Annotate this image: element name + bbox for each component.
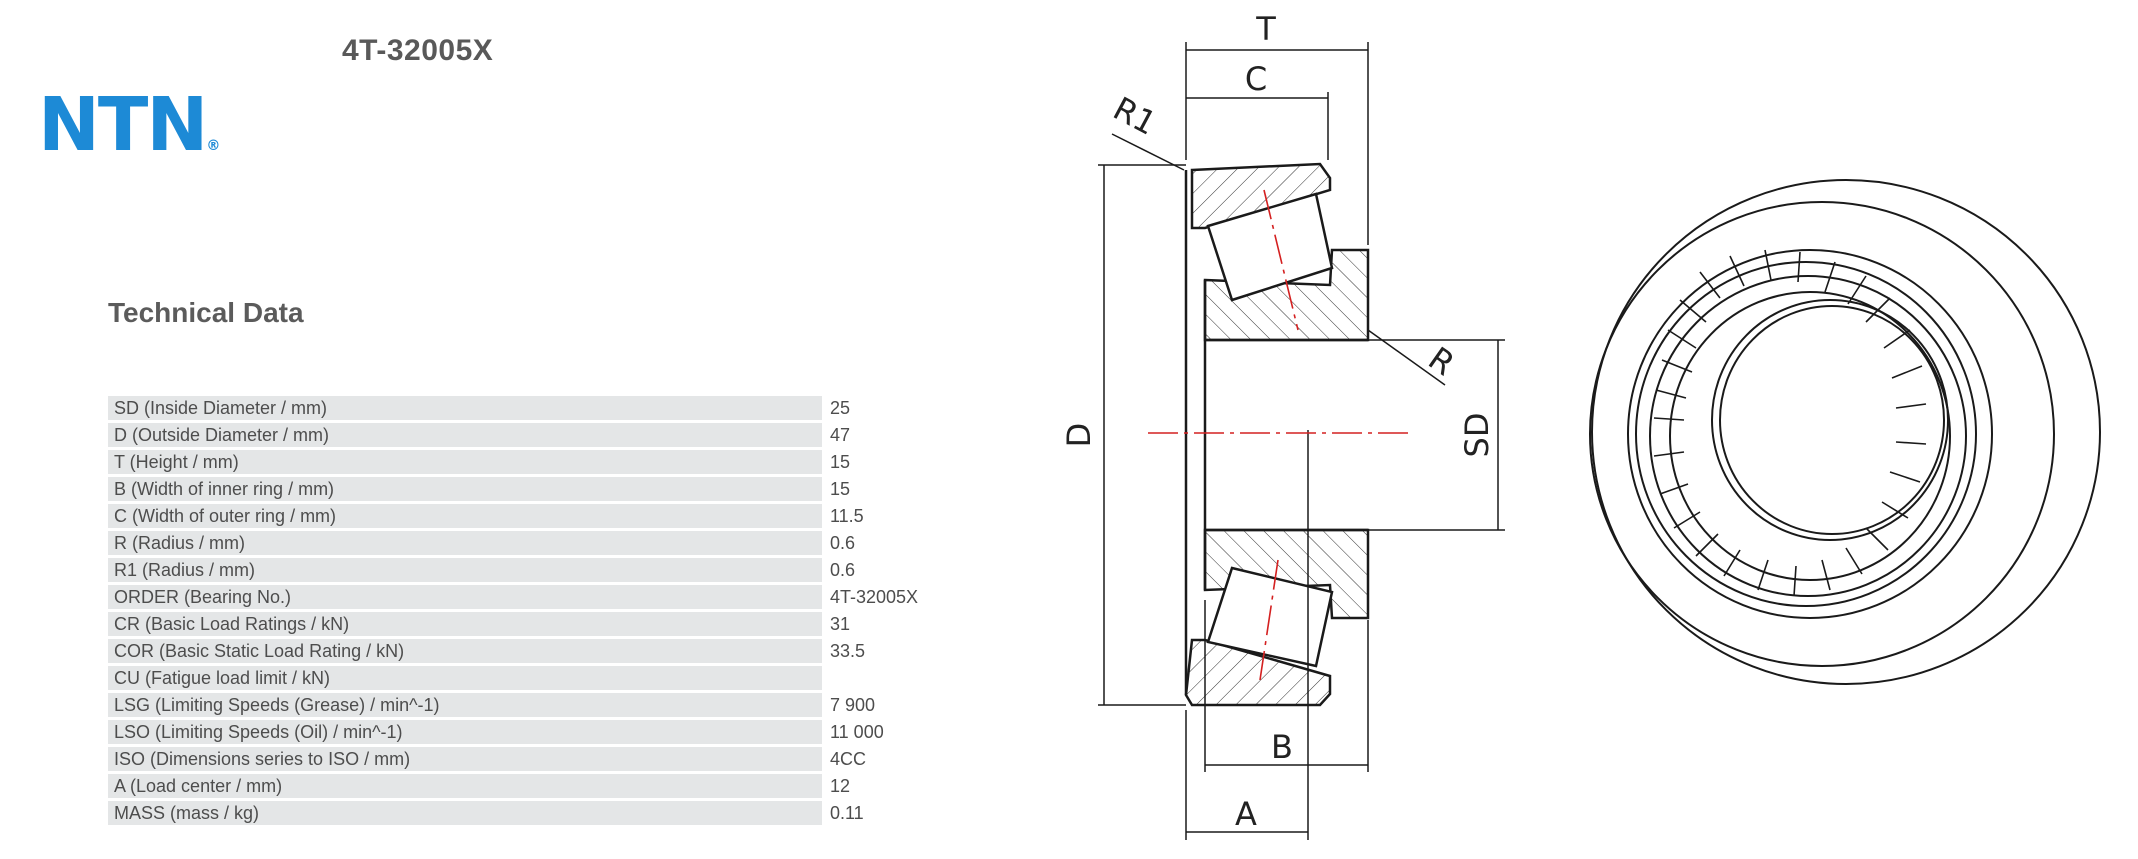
label-r: R xyxy=(1422,339,1462,383)
spec-value: 11 000 xyxy=(830,722,884,742)
section-title: Technical Data xyxy=(108,297,304,328)
registered-mark: ® xyxy=(206,138,221,154)
table-row: MASS (mass / kg) 0.11 xyxy=(108,801,950,825)
label-r1: R1 xyxy=(1107,89,1162,143)
part-number-title: 4T-32005X xyxy=(342,34,494,67)
spec-label: MASS (mass / kg) xyxy=(108,801,822,825)
spec-value: 15 xyxy=(830,452,851,472)
spec-value: 31 xyxy=(830,614,851,634)
table-row: A (Load center / mm) 12 xyxy=(108,774,950,798)
label-c: C xyxy=(1245,60,1267,98)
table-row: D (Outside Diameter / mm) 47 xyxy=(108,423,950,447)
roller-cage xyxy=(1653,249,1927,597)
spec-label: LSG (Limiting Speeds (Grease) / min^-1) xyxy=(108,693,822,717)
spec-label: C (Width of outer ring / mm) xyxy=(108,504,822,528)
table-row: CR (Basic Load Ratings / kN) 31 xyxy=(108,612,950,636)
table-row: C (Width of outer ring / mm) 11.5 xyxy=(108,504,950,528)
table-row: LSG (Limiting Speeds (Grease) / min^-1) 7… xyxy=(108,693,950,717)
spec-label: R (Radius / mm) xyxy=(108,531,822,555)
spec-label: SD (Inside Diameter / mm) xyxy=(108,396,822,420)
label-d: D xyxy=(1060,423,1098,448)
spec-value: 25 xyxy=(830,398,851,418)
spec-label: LSO (Limiting Speeds (Oil) / min^-1) xyxy=(108,720,822,744)
table-row: ISO (Dimensions series to ISO / mm) 4CC xyxy=(108,747,950,771)
table-row: LSO (Limiting Speeds (Oil) / min^-1) 11 0… xyxy=(108,720,950,744)
spec-label: T (Height / mm) xyxy=(108,450,822,474)
spec-label: COR (Basic Static Load Rating / kN) xyxy=(108,639,822,663)
label-b: B xyxy=(1271,728,1293,766)
dimension-labels: T C R1 R D SD B A xyxy=(1060,10,1496,833)
spec-value: 33.5 xyxy=(830,641,866,661)
label-sd: SD xyxy=(1458,413,1496,458)
table-row: CU (Fatigue load limit / kN) xyxy=(108,666,950,690)
spec-value: 0.6 xyxy=(830,533,856,553)
spec-value: 0.6 xyxy=(830,560,856,580)
label-a: A xyxy=(1235,795,1257,833)
spec-value: 7 900 xyxy=(830,695,876,715)
spec-value: 0.11 xyxy=(830,803,864,823)
table-row: ORDER (Bearing No.) 4T-32005X xyxy=(108,585,950,609)
table-row: R1 (Radius / mm) 0.6 xyxy=(108,558,950,582)
spec-value: 47 xyxy=(830,425,851,445)
roller-top xyxy=(1206,192,1334,302)
logo-text: NTN xyxy=(38,82,208,168)
table-row: SD (Inside Diameter / mm) 25 xyxy=(108,396,950,420)
spec-value: 15 xyxy=(830,479,851,499)
spec-label: A (Load center / mm) xyxy=(108,774,822,798)
table-row: COR (Basic Static Load Rating / kN) 33.5 xyxy=(108,639,950,663)
table-row: B (Width of inner ring / mm) 15 xyxy=(108,477,950,501)
label-t: T xyxy=(1255,10,1276,48)
cross-section-view xyxy=(1098,42,1505,840)
spec-value: 12 xyxy=(830,776,851,796)
spec-label: CR (Basic Load Ratings / kN) xyxy=(108,612,822,636)
spec-value: 11.5 xyxy=(830,506,864,526)
spec-label: ORDER (Bearing No.) xyxy=(108,585,822,609)
table-row: T (Height / mm) 15 xyxy=(108,450,950,474)
table-row: R (Radius / mm) 0.6 xyxy=(108,531,950,555)
centerlines xyxy=(1148,189,1408,681)
spec-label: R1 (Radius / mm) xyxy=(108,558,822,582)
spec-value: 4CC xyxy=(830,749,867,769)
outer-ring-top xyxy=(1190,162,1332,230)
spec-label: B (Width of inner ring / mm) xyxy=(108,477,822,501)
ntn-logo: NTN® xyxy=(38,88,220,183)
spec-label: ISO (Dimensions series to ISO / mm) xyxy=(108,747,822,771)
spec-label: CU (Fatigue load limit / kN) xyxy=(108,666,822,690)
spec-value: 4T-32005X xyxy=(830,587,919,607)
technical-data-table: SD (Inside Diameter / mm) 25 D (Outside Di… xyxy=(108,393,950,828)
perspective-view xyxy=(1589,179,2101,685)
spec-label: D (Outside Diameter / mm) xyxy=(108,423,822,447)
